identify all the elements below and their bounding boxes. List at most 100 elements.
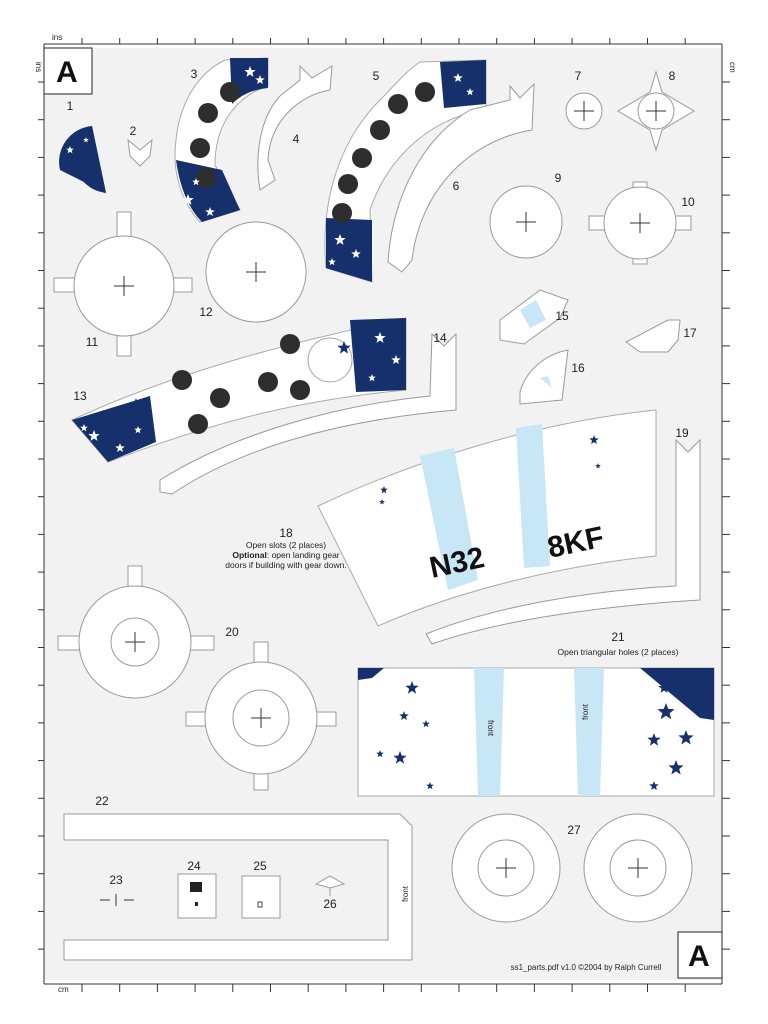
footer-credit: ss1_parts.pdf v1.0 ©2004 by Ralph Currel…	[511, 963, 662, 972]
star-decorations	[66, 66, 705, 790]
star-icon	[337, 341, 351, 354]
star-icon	[399, 711, 409, 720]
part-2	[127, 138, 153, 167]
part-22	[63, 813, 413, 961]
part-number-19: 19	[675, 426, 689, 440]
part-15	[499, 289, 569, 345]
part-number-26: 26	[323, 897, 337, 911]
part-24	[177, 873, 217, 919]
part-20-left	[57, 565, 215, 699]
svg-text:A: A	[688, 940, 710, 973]
part-18: N32 8KF	[317, 409, 657, 627]
star-icon	[192, 178, 200, 186]
star-icon	[244, 66, 256, 77]
part-9	[489, 185, 563, 259]
part-16	[519, 349, 569, 405]
part-number-12: 12	[199, 305, 213, 319]
star-icon	[658, 682, 670, 693]
star-icon	[391, 355, 401, 364]
star-icon	[130, 398, 142, 409]
star-icon	[466, 88, 474, 96]
star-icon	[695, 707, 705, 716]
note-18-line2: Optional: open landing gear	[232, 550, 339, 560]
star-icon	[379, 499, 385, 505]
part-number-5: 5	[373, 69, 380, 83]
ruler-unit-right: cm	[728, 62, 737, 73]
part-7	[565, 92, 603, 130]
star-icon	[393, 751, 407, 764]
star-icon	[657, 703, 675, 720]
part-6	[387, 82, 535, 273]
part-number-6: 6	[453, 179, 460, 193]
ruler-unit-bottom: cm	[58, 985, 69, 994]
star-icon	[685, 695, 695, 704]
star-icon	[368, 374, 376, 382]
star-icon	[83, 137, 89, 143]
part-19	[425, 438, 701, 645]
star-icon	[668, 760, 684, 775]
star-icon	[351, 249, 361, 258]
part-12	[205, 221, 307, 323]
part-27-right	[583, 813, 693, 923]
part-number-3: 3	[191, 67, 198, 81]
part-number-24: 24	[187, 859, 201, 873]
star-icon	[649, 781, 659, 790]
part-10	[588, 181, 692, 265]
ruler-unit-left: ins	[34, 62, 43, 72]
label-front-3: front	[401, 885, 410, 902]
part-number-16: 16	[571, 361, 585, 375]
rulers	[38, 38, 730, 992]
part-number-21: 21	[611, 630, 625, 644]
part-number-27: 27	[567, 823, 581, 837]
star-icon	[334, 234, 346, 245]
part-11	[53, 211, 193, 357]
part-number-18: 18	[279, 526, 293, 540]
part-number-23: 23	[109, 873, 123, 887]
star-icon	[134, 426, 142, 434]
part-25	[241, 875, 281, 919]
star-icon	[115, 443, 125, 452]
part-number-2: 2	[130, 124, 137, 138]
part-13	[71, 317, 407, 463]
sheet-letter-bottom: A	[677, 931, 723, 979]
part-number-1: 1	[67, 99, 74, 113]
part-17	[625, 319, 681, 353]
part-number-9: 9	[555, 171, 562, 185]
part-number-25: 25	[253, 859, 267, 873]
star-icon	[678, 730, 694, 745]
star-icon	[453, 73, 463, 82]
label-front-1: front	[486, 720, 495, 737]
part-number-8: 8	[669, 69, 676, 83]
part-number-17: 17	[683, 326, 697, 340]
part-number-11: 11	[86, 335, 99, 349]
star-icon	[80, 424, 88, 432]
note-18-line1: Open slots (2 places)	[246, 540, 326, 550]
note-21: Open triangular holes (2 places)	[558, 647, 679, 657]
star-icon	[374, 332, 386, 343]
star-icon	[595, 463, 601, 469]
note-18-line3: doors if building with gear down.	[225, 560, 346, 570]
star-icon	[422, 720, 430, 728]
part-20-right	[185, 641, 337, 791]
star-icon	[376, 750, 384, 758]
part-14	[159, 332, 457, 495]
part-5	[324, 59, 487, 283]
part-26	[314, 875, 346, 896]
part-number-13: 13	[73, 389, 87, 403]
part-number-7: 7	[575, 69, 582, 83]
star-icon	[426, 782, 434, 790]
star-icon	[88, 430, 100, 441]
part-number-10: 10	[681, 195, 695, 209]
star-icon	[380, 486, 388, 494]
part-21: front front	[357, 667, 715, 797]
label-front-2: front	[581, 703, 590, 720]
svg-text:A: A	[56, 56, 78, 89]
star-icon	[255, 75, 265, 84]
sheet-letter-top: A	[43, 47, 93, 95]
star-icon	[328, 258, 336, 266]
star-icon	[205, 207, 215, 216]
part-number-15: 15	[555, 309, 569, 323]
star-icon	[405, 681, 419, 694]
